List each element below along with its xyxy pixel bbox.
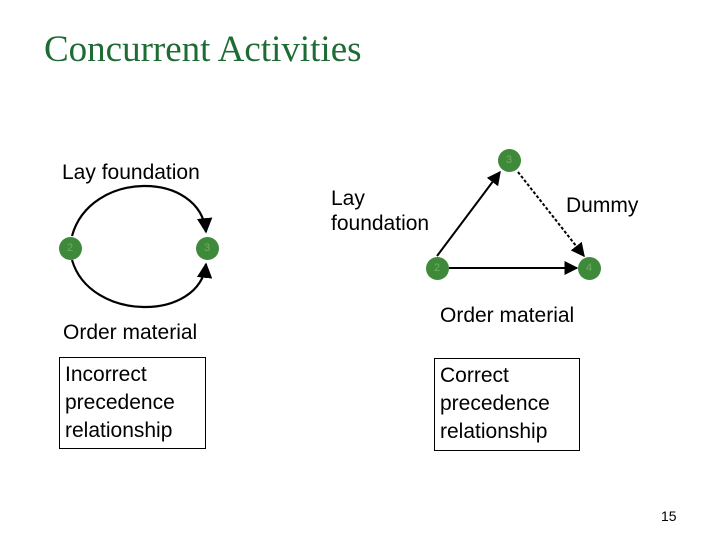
right-lay-foundation-label: Lay foundation bbox=[331, 187, 430, 235]
left-order-material-label: Order material bbox=[63, 321, 198, 344]
edge-lay-foundation-arc bbox=[70, 184, 213, 237]
page-number: 15 bbox=[661, 508, 677, 524]
right-node-4: 4 bbox=[577, 256, 601, 280]
edge-dummy-line bbox=[517, 171, 585, 258]
right-node-2: 2 bbox=[425, 256, 449, 280]
correct-precedence-caption: Correct precedence relationship bbox=[434, 358, 580, 451]
edge-order-material-arc bbox=[70, 259, 213, 309]
left-lay-foundation-label: Lay foundation bbox=[62, 161, 200, 184]
right-node-3: 3 bbox=[497, 148, 521, 172]
left-node-2: 2 bbox=[58, 236, 82, 260]
dummy-label: Dummy bbox=[566, 194, 639, 217]
slide-title: Concurrent Activities bbox=[44, 29, 362, 70]
left-node-3: 3 bbox=[195, 236, 219, 260]
incorrect-precedence-caption: Incorrect precedence relationship bbox=[59, 357, 206, 449]
right-order-material-label: Order material bbox=[440, 304, 575, 327]
edge-lay-foundation-line bbox=[436, 170, 501, 257]
